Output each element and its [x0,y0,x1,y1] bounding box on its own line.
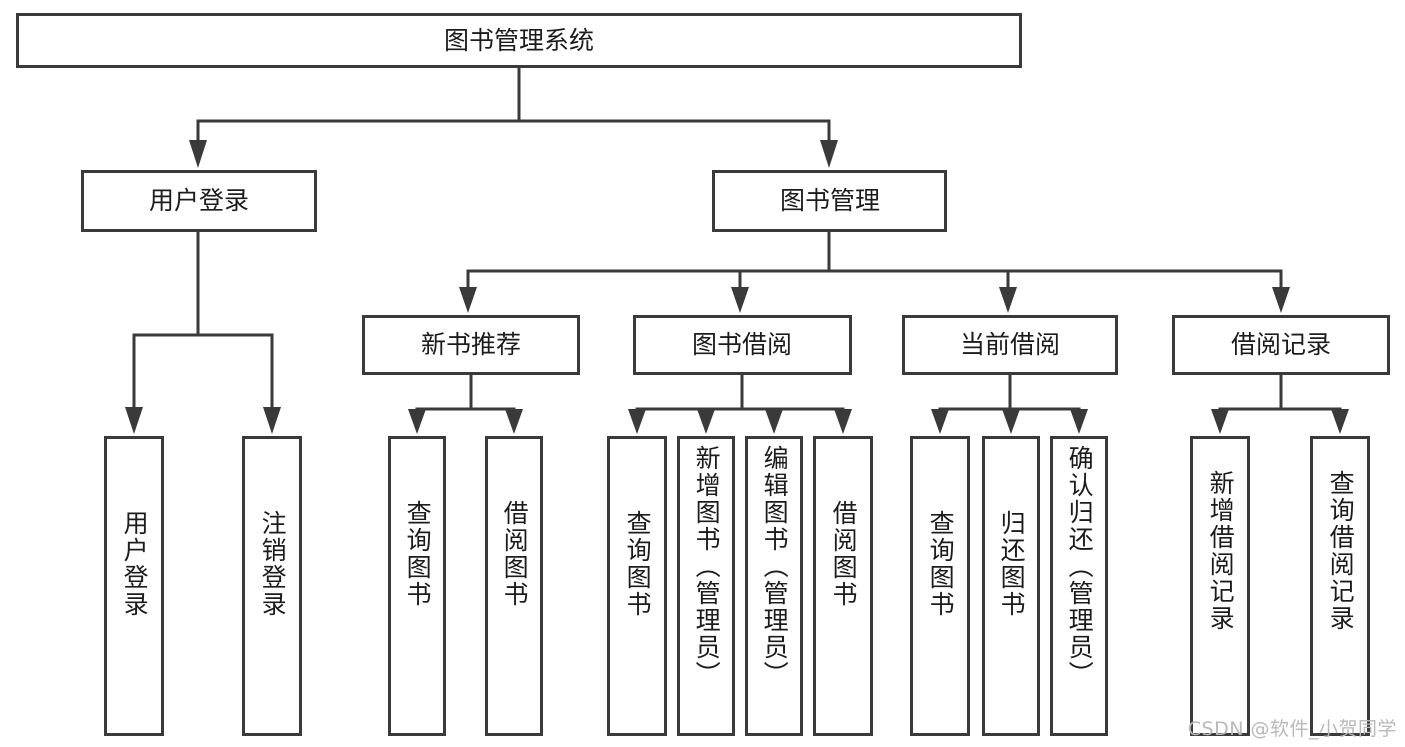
arrow-to-leaf-query-record [1331,409,1349,434]
arrow-to-leaf-logout [263,407,281,434]
node-root[interactable]: 图书管理系统 [16,13,1022,68]
node-root-box[interactable] [16,13,1022,68]
leaf-box-edit-book[interactable] [745,436,803,736]
node-borrow-record-label: 借阅记录 [1231,330,1331,359]
leaf-box-query-borrow-record[interactable] [1310,436,1370,736]
arrow-to-leaf-query-book-2 [628,409,646,434]
leaf-node-layer [104,436,1370,736]
leaf-box-user-login[interactable] [104,436,164,736]
arrow-to-leaf-user-login [125,407,143,434]
node-book-borrow-box[interactable] [633,315,852,375]
connector-layer [125,66,1349,434]
arrow-to-leaf-edit-book [765,409,783,434]
node-current-borrow-label: 当前借阅 [960,330,1060,359]
node-borrow-record-box[interactable] [1172,315,1390,375]
leaf-box-query-book-current[interactable] [910,436,970,736]
node-new-book-recommend-label: 新书推荐 [421,330,521,359]
leaf-box-query-book-rec[interactable] [388,436,446,736]
leaf-box-return-book[interactable] [982,436,1040,736]
node-book-management[interactable]: 图书管理 [712,170,947,232]
node-book-borrow-label: 图书借阅 [692,330,792,359]
node-new-book-recommend-box[interactable] [362,315,580,375]
arrow-to-leaf-query-book-3 [931,409,949,434]
arrow-to-user-login [189,140,207,168]
node-book-borrow[interactable]: 图书借阅 [633,315,852,375]
arrow-to-book-mgmt [820,140,838,168]
node-user-login-box[interactable] [81,170,317,232]
node-current-borrow[interactable]: 当前借阅 [902,315,1118,375]
node-book-management-label: 图书管理 [780,186,880,215]
leaf-box-borrow-book[interactable] [813,436,873,736]
arrow-to-leaf-borrow-book-1 [505,409,523,434]
arrow-to-leaf-borrow-book-2 [834,409,852,434]
leaf-box-logout[interactable] [242,436,302,736]
node-root-label: 图书管理系统 [444,26,594,55]
arrow-to-borrow-record [1272,287,1290,313]
arrow-to-leaf-confirm-return [1070,409,1088,434]
leaf-box-add-borrow-record[interactable] [1190,436,1250,736]
node-user-login[interactable]: 用户登录 [81,170,317,232]
arrow-to-leaf-add-book [697,409,715,434]
leaf-box-confirm-return[interactable] [1050,436,1108,736]
arrow-to-book-borrow [731,287,749,313]
node-user-login-label: 用户登录 [149,186,249,215]
leaf-box-add-book[interactable] [677,436,735,736]
arrow-to-leaf-query-book-1 [408,409,426,434]
arrow-to-leaf-add-record [1211,409,1229,434]
node-new-book-recommend[interactable]: 新书推荐 [362,315,580,375]
leaf-box-query-book-borrow[interactable] [607,436,667,736]
node-book-management-box[interactable] [712,170,947,232]
node-current-borrow-box[interactable] [902,315,1118,375]
leaf-box-borrow-book-rec[interactable] [485,436,543,736]
watermark-text: CSDN @软件_小贺同学 [1187,718,1397,740]
arrow-to-new-book-rec [459,287,477,313]
arrow-to-current-borrow [999,287,1017,313]
node-borrow-record[interactable]: 借阅记录 [1172,315,1390,375]
arrow-to-leaf-return-book [1002,409,1020,434]
